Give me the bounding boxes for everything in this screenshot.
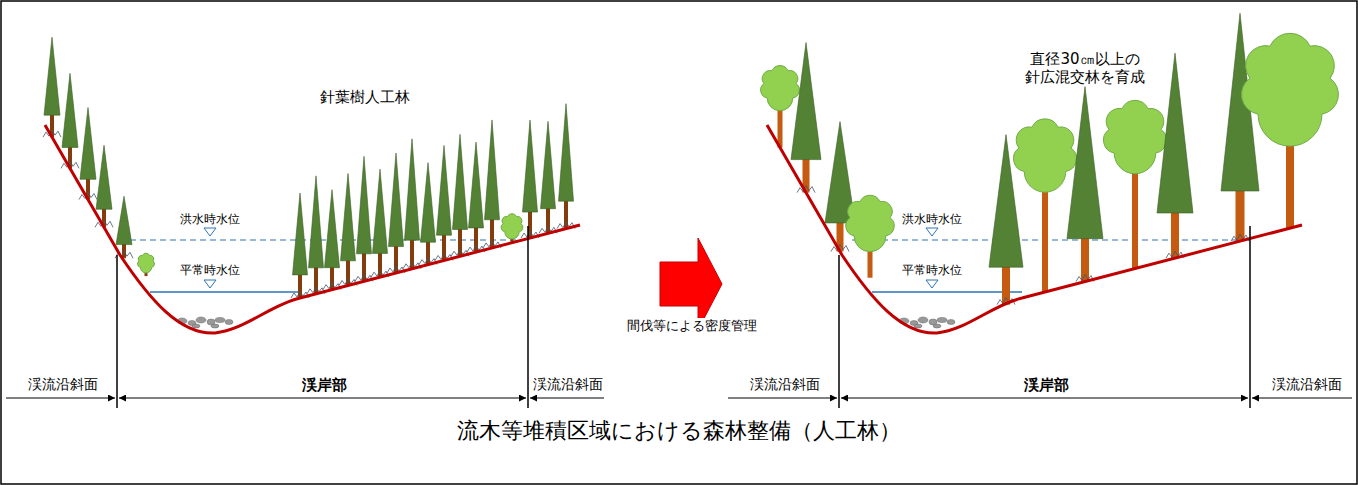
conifer-crown bbox=[309, 176, 324, 268]
arrow-label: 間伐等による密度管理 bbox=[625, 318, 759, 334]
caption: 流木等堆積区域における森林整備（人工林） bbox=[457, 418, 901, 444]
zone-label: 渓流沿斜面 bbox=[531, 376, 605, 393]
water-level-label: 平常時水位 bbox=[902, 263, 962, 277]
conifer-crown bbox=[96, 145, 112, 209]
broadleaf-crown bbox=[138, 253, 155, 273]
water-level-label: 洪水時水位 bbox=[902, 212, 962, 226]
zone-label: 渓岸部 bbox=[300, 376, 349, 394]
broadleaf-crown bbox=[1014, 119, 1077, 192]
valley-before bbox=[6, 37, 604, 408]
zone-label: 渓岸部 bbox=[1022, 376, 1071, 394]
tree-trunk bbox=[1042, 190, 1048, 292]
conifer-crown bbox=[357, 156, 372, 254]
conifer-crown bbox=[389, 153, 404, 247]
forest-label: 直径30㎝以上の 針広混交林を育成 bbox=[1014, 50, 1157, 86]
conifer-crown bbox=[62, 73, 78, 147]
conifer-crown bbox=[541, 121, 556, 208]
conifer-crown bbox=[405, 139, 420, 240]
broadleaf-crown bbox=[761, 66, 800, 111]
broadleaf-crown bbox=[501, 214, 523, 239]
water-level-label: 洪水時水位 bbox=[180, 212, 240, 226]
forest-label: 針葉樹人工林 bbox=[320, 88, 410, 106]
conifer-crown bbox=[469, 142, 484, 228]
conifer-crown bbox=[437, 145, 452, 235]
broadleaf-crown bbox=[1242, 33, 1339, 146]
conifer-crown bbox=[523, 120, 538, 212]
conifer-crown bbox=[559, 104, 574, 201]
conifer-crown bbox=[44, 37, 60, 115]
conifer-crown bbox=[116, 196, 132, 244]
conifer-crown bbox=[373, 169, 388, 253]
conifer-crown bbox=[453, 134, 468, 229]
conifer-crown bbox=[791, 43, 821, 160]
conifer-crown bbox=[1157, 53, 1193, 213]
zone-label: 渓流沿斜面 bbox=[748, 376, 822, 393]
valley-after bbox=[728, 13, 1352, 408]
conifer-crown bbox=[1067, 87, 1103, 239]
zone-label: 渓流沿斜面 bbox=[1270, 376, 1344, 393]
conifer-crown bbox=[80, 108, 96, 180]
zone-label: 渓流沿斜面 bbox=[26, 376, 100, 393]
transition-arrow bbox=[660, 238, 722, 330]
tree-trunk bbox=[1132, 170, 1138, 269]
conifer-crown bbox=[421, 163, 436, 243]
conifer-crown bbox=[293, 193, 308, 275]
conifer-crown bbox=[341, 173, 356, 260]
broadleaf-crown bbox=[846, 195, 894, 251]
conifer-crown bbox=[325, 190, 340, 268]
broadleaf-crown bbox=[1104, 100, 1167, 173]
water-level-label: 平常時水位 bbox=[180, 263, 240, 277]
conifer-crown bbox=[485, 120, 500, 220]
